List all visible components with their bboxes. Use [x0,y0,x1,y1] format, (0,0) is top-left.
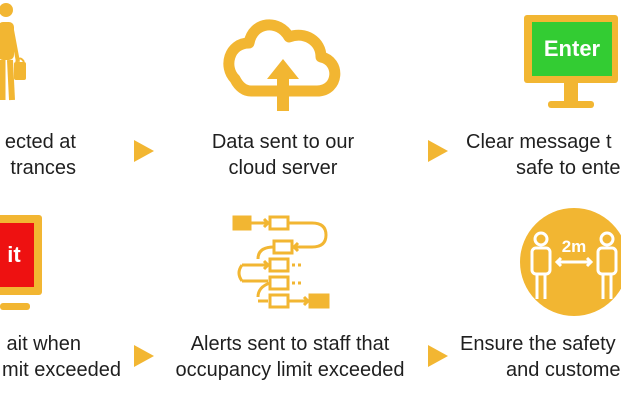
step-5-label: Alerts sent to staff that occupancy limi… [175,333,405,381]
monitor-wait-icon: it [0,215,42,313]
monitor-enter-icon: Enter [524,15,621,113]
screen-wait: it [0,223,34,287]
distance-badge: 2m [561,237,587,256]
step-1-label: ected at trances [4,131,76,179]
screen-enter: Enter [532,22,612,76]
step-6-label: Ensure the safety and custome [460,333,621,381]
arrow-right-icon [428,345,448,367]
arrow-right-icon [428,140,448,162]
arrow-right-icon [134,345,154,367]
social-distance-icon: 2m [519,207,621,317]
step-4-label: ait when mit exceeded [2,333,121,381]
step-3-label: Clear message t safe to ente [466,131,621,179]
step-2-label: Data sent to our cloud server [211,131,355,179]
person-with-bag-icon [0,3,26,101]
arrow-right-icon [134,140,154,162]
flowchart-alert-icon [232,215,330,309]
cloud-upload-icon [223,19,341,111]
